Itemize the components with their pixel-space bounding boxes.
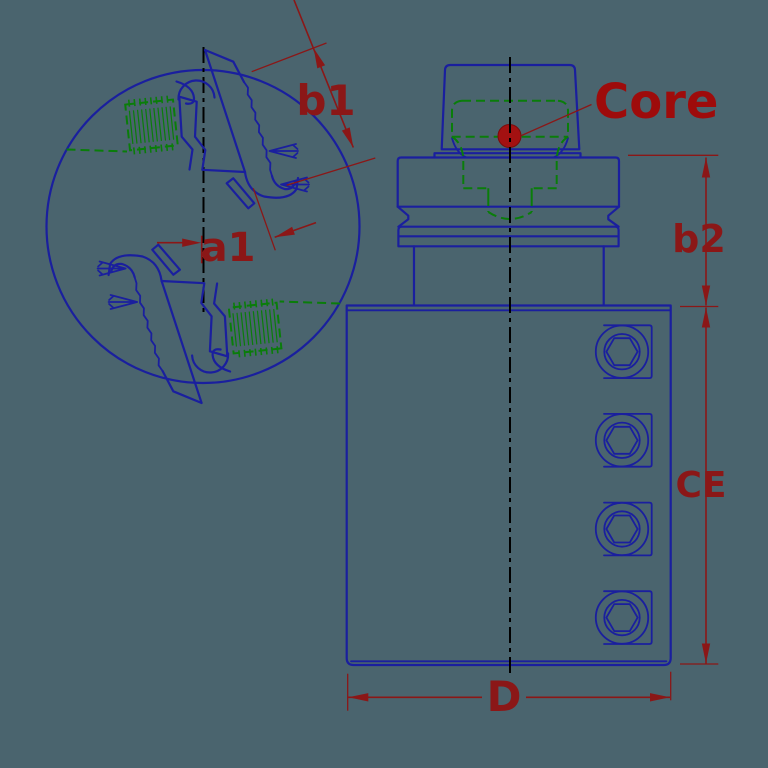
front-view: b1 a1: [45, 0, 376, 405]
dimension-a1: a1: [157, 188, 317, 271]
flange-groove: [396, 205, 621, 228]
hex-socket-screw: [594, 501, 653, 557]
hex-socket-screw: [594, 324, 653, 380]
knife-outline: [124, 98, 179, 152]
knife-leader-line: [66, 148, 128, 153]
jaw-contour: [178, 95, 247, 174]
side-view: Core b2 CE D: [345, 57, 727, 721]
clamp-screw-prong: [268, 143, 299, 159]
b1-extension-line: [251, 42, 327, 73]
blade-knife-assembly: [66, 48, 310, 210]
b1-label: b1: [296, 76, 355, 125]
ce-arrowhead: [701, 643, 711, 664]
b1-dimension-line: [293, 0, 355, 148]
core-leader-line: [521, 103, 592, 137]
dimension-b2: b2: [628, 154, 726, 308]
blade-strip: [203, 48, 247, 174]
knife-hatching: [128, 106, 175, 145]
body-outline: [345, 304, 672, 667]
neck-cylinder: [412, 245, 605, 307]
jaw-pocket-arc: [177, 79, 216, 101]
b2-arrowhead: [701, 157, 711, 178]
drive-slot-arc: [451, 137, 468, 159]
drive-slot-arc: [552, 137, 569, 159]
gib-wedge: [225, 177, 256, 210]
hex-socket-screw: [594, 590, 653, 645]
a1-arrowhead: [182, 238, 202, 247]
b2-label: b2: [672, 217, 726, 261]
hex-socket-screw: [594, 412, 653, 468]
knife-edge-ticks: [127, 95, 174, 155]
b1-arrowhead: [313, 48, 326, 69]
d-label: D: [487, 672, 522, 721]
dimension-ce: CE: [675, 307, 727, 665]
d-arrowhead: [348, 693, 369, 702]
ce-label: CE: [675, 465, 726, 506]
b1-extension-line: [286, 157, 376, 186]
ce-arrowhead: [701, 307, 711, 328]
flange: [396, 156, 621, 208]
blade-edge-extension-line: [252, 188, 276, 251]
b2-arrowhead: [701, 285, 711, 306]
gripper-band: [397, 225, 620, 248]
a1-label: a1: [201, 225, 256, 271]
dimension-d: D: [347, 671, 672, 721]
knife-cross-section: [124, 95, 179, 155]
dimension-b1: b1: [251, 0, 376, 186]
clamp-screw-prong: [280, 176, 310, 193]
blade-serrated-edge: [243, 81, 273, 177]
d-arrowhead: [650, 693, 670, 702]
core-label: Core: [594, 74, 718, 130]
taper-shank: [440, 63, 581, 151]
blade-edge-arrowhead: [274, 226, 295, 238]
shank-collar: [433, 152, 582, 159]
b1-arrowhead: [341, 127, 354, 148]
